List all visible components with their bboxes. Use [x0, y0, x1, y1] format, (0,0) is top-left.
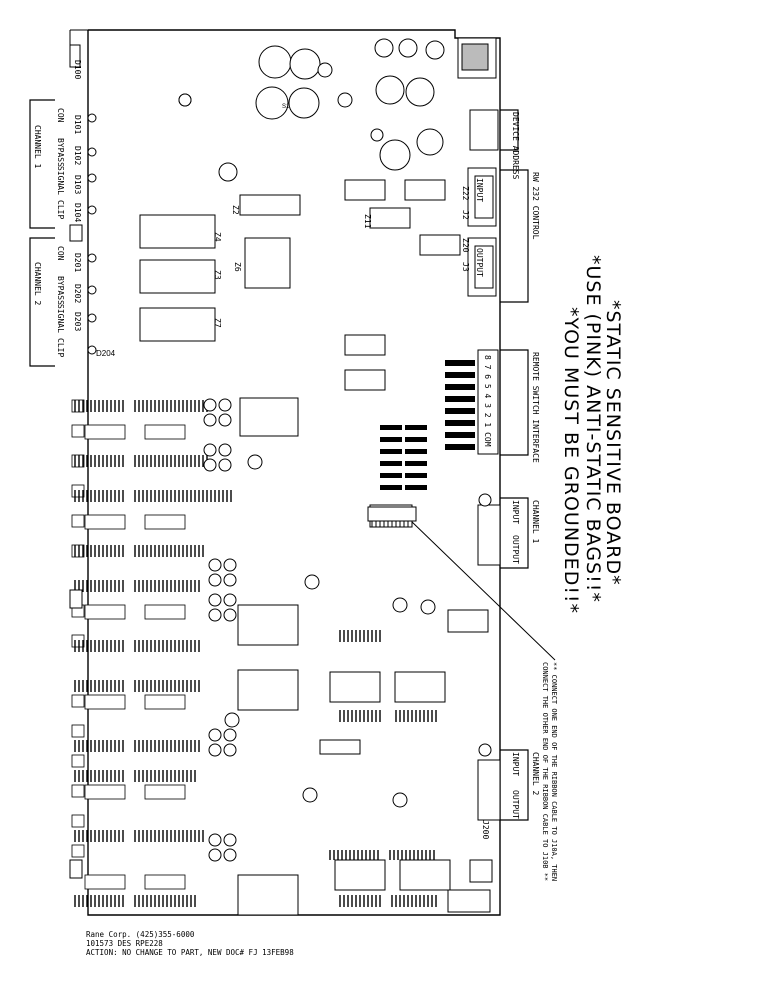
rs232-output-label: OUTPUT	[475, 248, 484, 277]
designator-d203: D203	[73, 312, 82, 332]
designator-d201: D201	[73, 253, 82, 273]
ch2-signal-label: SIGNAL	[56, 304, 65, 333]
rw232-bracket	[500, 169, 529, 303]
ribbon-note-line2: CONNECT THE OTHER END OF THE RIBBON CABL…	[541, 662, 549, 882]
ch2-bypass-label: BYPASS	[56, 276, 65, 305]
rs232-connectors	[467, 167, 501, 821]
ribbon-note-line1: ** CONNECT ONE END OF THE RIBBON CABLE T…	[550, 662, 558, 882]
designator-d101: D101	[73, 115, 82, 135]
mid-capacitors	[178, 93, 492, 862]
designator-d100: D100	[73, 60, 82, 80]
designator-s1: S1	[282, 104, 290, 110]
ch2-con-label: CON	[56, 246, 65, 261]
remote-switch-resistor-packs	[380, 360, 475, 490]
channel1-left-label: CHANNEL 1	[33, 125, 42, 169]
channel2-bracket	[29, 237, 55, 367]
remote-switch-pins: 8 7 6 5 4 3 2 1 COM	[483, 355, 492, 447]
status-leds	[87, 113, 97, 355]
designator-d202: D202	[73, 284, 82, 304]
designator-j200: J200	[481, 820, 490, 840]
designator-d103: D103	[73, 175, 82, 195]
left-edge-connectors	[69, 44, 83, 879]
channel1-input-label: INPUT	[511, 500, 520, 525]
top-capacitors	[178, 38, 445, 182]
ch1-clip-label: CLIP	[56, 200, 65, 220]
channel1-right-label: CHANNEL 1	[531, 500, 540, 544]
warning-line1: *STATIC SENSITIVE BOARD*	[602, 300, 624, 586]
rw232-control-label: RW 232 CONTROL	[531, 172, 540, 240]
device-address-bracket	[500, 109, 519, 151]
document-footer: Rane Corp. (425)355-6000 101573 DES RPE2…	[86, 930, 294, 957]
channel2-left-label: CHANNEL 2	[33, 262, 42, 306]
designator-j3: J3	[461, 262, 470, 272]
designator-z4: Z4	[213, 232, 222, 242]
designator-j2: J2	[461, 210, 470, 220]
footer-part-number: 101573 DES RPE228	[86, 939, 163, 948]
designator-z7: Z7	[213, 318, 222, 328]
designator-d204: D204	[96, 349, 116, 358]
designator-z11: Z11	[363, 214, 372, 229]
ch1-signal-label: SIGNAL	[56, 166, 65, 195]
remote-switch-bracket	[500, 349, 529, 456]
resistor-array	[71, 399, 186, 890]
channel1-output-label: OUTPUT	[511, 535, 520, 564]
ribbon-header-j10a	[367, 506, 417, 522]
note-leader	[409, 519, 556, 661]
device-address-switch	[469, 109, 499, 151]
designator-z3: Z3	[213, 270, 222, 280]
warning-line3: *YOU MUST BE GROUNDED!!*	[560, 307, 582, 615]
rs232-input-label: INPUT	[475, 178, 484, 203]
channel1-right-bracket	[500, 497, 529, 569]
ch2-clip-label: CLIP	[56, 338, 65, 358]
channel2-input-label: INPUT	[511, 752, 520, 777]
designator-z6: Z6	[233, 262, 242, 272]
footer-action: ACTION: NO CHANGE TO PART, NEW DOC# FJ 1…	[86, 948, 294, 957]
designator-z22: Z22	[461, 186, 470, 201]
channel2-output-label: OUTPUT	[511, 790, 520, 819]
ch1-bypass-label: BYPASS	[56, 138, 65, 167]
channel1-bracket	[29, 99, 55, 229]
ic-packages	[139, 179, 493, 916]
designator-d104: D104	[73, 203, 82, 223]
footer-company: Rane Corp. (425)355-6000	[86, 930, 195, 939]
device-address-label: DEVICE ADDRESS	[511, 112, 520, 180]
channel2-right-label: CHANNEL 2	[531, 752, 540, 796]
designator-d102: D102	[73, 146, 82, 166]
designator-z20: Z20	[461, 238, 470, 253]
ch1-con-label: CON	[56, 108, 65, 123]
warning-line2: *USE (PINK) ANTI-STATIC BAGS!!*	[582, 255, 604, 603]
resistor-rows	[74, 400, 437, 907]
channel2-right-bracket	[500, 749, 529, 821]
board-outline	[87, 29, 501, 916]
remote-switch-label: REMOTE SWITCH INTERFACE	[531, 352, 540, 463]
designator-z2: Z2	[231, 205, 240, 215]
